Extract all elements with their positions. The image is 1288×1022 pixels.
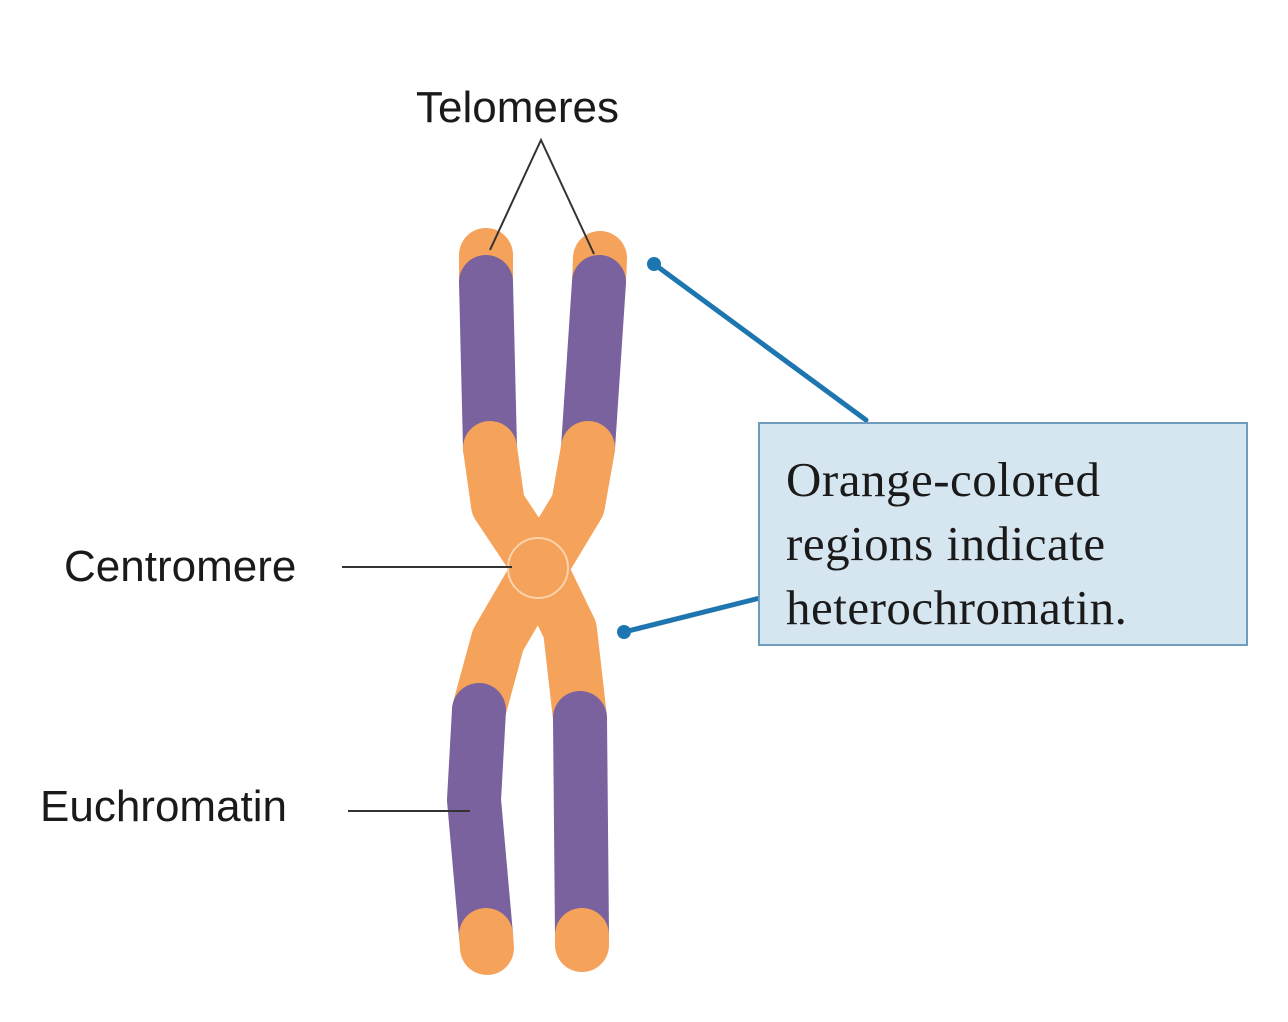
telomeres-label: Telomeres xyxy=(416,83,619,132)
callout-line-1: Orange-colored xyxy=(786,452,1101,507)
left-upper-euchromatin xyxy=(459,255,517,475)
telomere-leader-lines xyxy=(489,137,595,255)
left-lower-euchromatin xyxy=(447,683,513,962)
euchromatin-label: Euchromatin xyxy=(40,782,288,831)
centromere-label: Centromere xyxy=(64,542,297,591)
callout-line-3: heterochromatin. xyxy=(786,580,1128,635)
right-lower-euchromatin xyxy=(553,691,609,962)
left-lower-telomere xyxy=(459,908,514,975)
centromere-circle xyxy=(507,537,569,599)
pointer-dot-bottom xyxy=(617,625,631,639)
right-upper-euchromatin xyxy=(561,255,626,475)
callout-pointers xyxy=(621,261,869,635)
callout-line-2: regions indicate xyxy=(786,516,1106,571)
heterochromatin-callout-box: Orange-colored regions indicate heteroch… xyxy=(758,422,1248,646)
pointer-dot-top xyxy=(647,257,661,271)
